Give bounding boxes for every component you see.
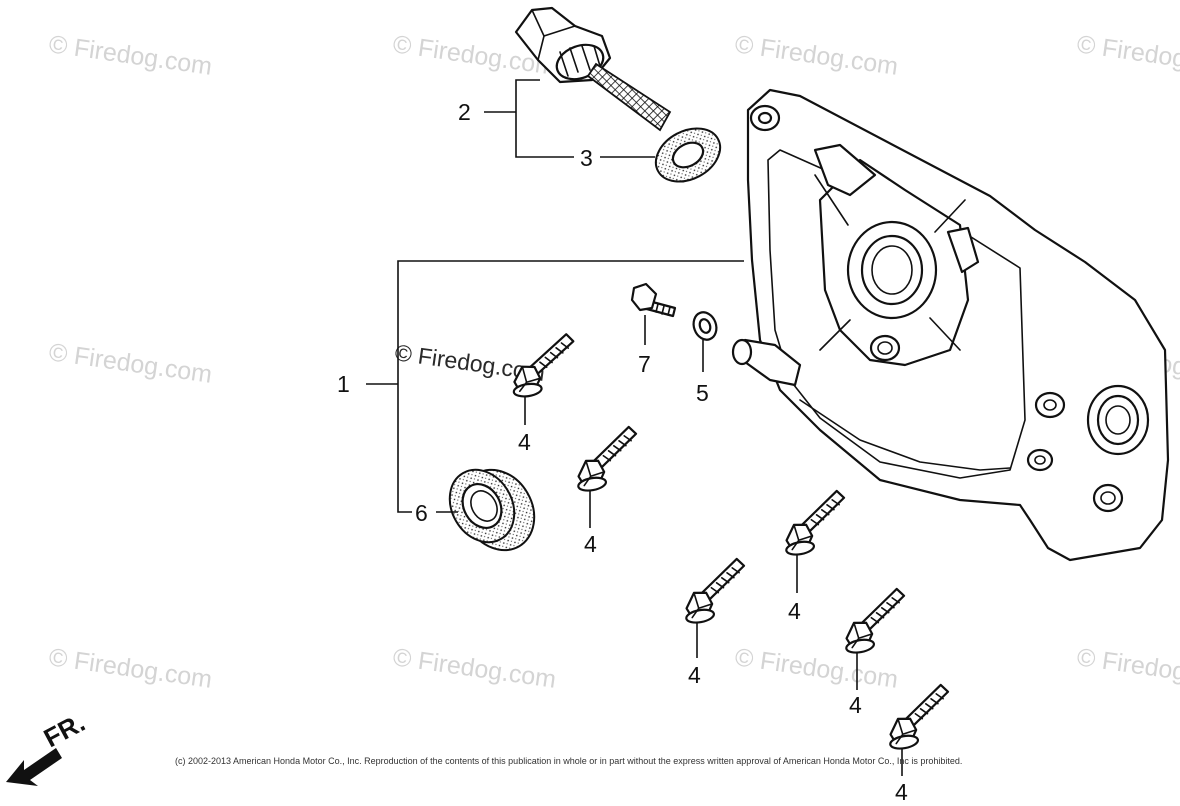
callout-4: 4 <box>895 779 908 805</box>
callout-4: 4 <box>788 598 801 624</box>
callout-2: 2 <box>458 99 471 125</box>
watermark: © Firedog.com <box>47 30 214 81</box>
direction-arrow-icon <box>6 748 62 786</box>
direction-label: FR. <box>39 707 90 753</box>
filler-washer-part <box>654 127 722 183</box>
watermark: © Firedog.com <box>1075 30 1180 81</box>
copyright-notice: (c) 2002-2013 American Honda Motor Co., … <box>175 756 962 766</box>
watermark: © Firedog.com <box>391 643 558 694</box>
callout-5: 5 <box>696 380 709 406</box>
callout-4: 4 <box>584 531 597 557</box>
callout-4: 4 <box>518 429 531 455</box>
small-bolt-part <box>630 282 677 318</box>
watermark: © Firedog.com <box>47 643 214 694</box>
callout-3: 3 <box>580 145 593 171</box>
watermark: © Firedog.com <box>733 30 900 81</box>
watermark: © Firedog.com <box>47 338 214 389</box>
callout-6: 6 <box>415 500 428 526</box>
callout-1: 1 <box>337 371 350 397</box>
callout-4: 4 <box>688 662 701 688</box>
watermark: © Firedog.com <box>733 643 900 694</box>
oil-seal-part <box>448 468 536 552</box>
watermark: © Firedog.com <box>1075 643 1180 694</box>
leader-lines <box>366 79 903 776</box>
callout-7: 7 <box>638 351 651 377</box>
callout-4: 4 <box>849 692 862 718</box>
case-cover-part <box>731 88 1170 562</box>
washer-part <box>692 311 718 341</box>
front-direction-indicator: FR. <box>6 707 90 786</box>
oil-filler-cap-part <box>514 6 672 132</box>
callout-numbers: 1 2 3 7 5 6 4 4 4 4 4 4 <box>337 99 908 805</box>
